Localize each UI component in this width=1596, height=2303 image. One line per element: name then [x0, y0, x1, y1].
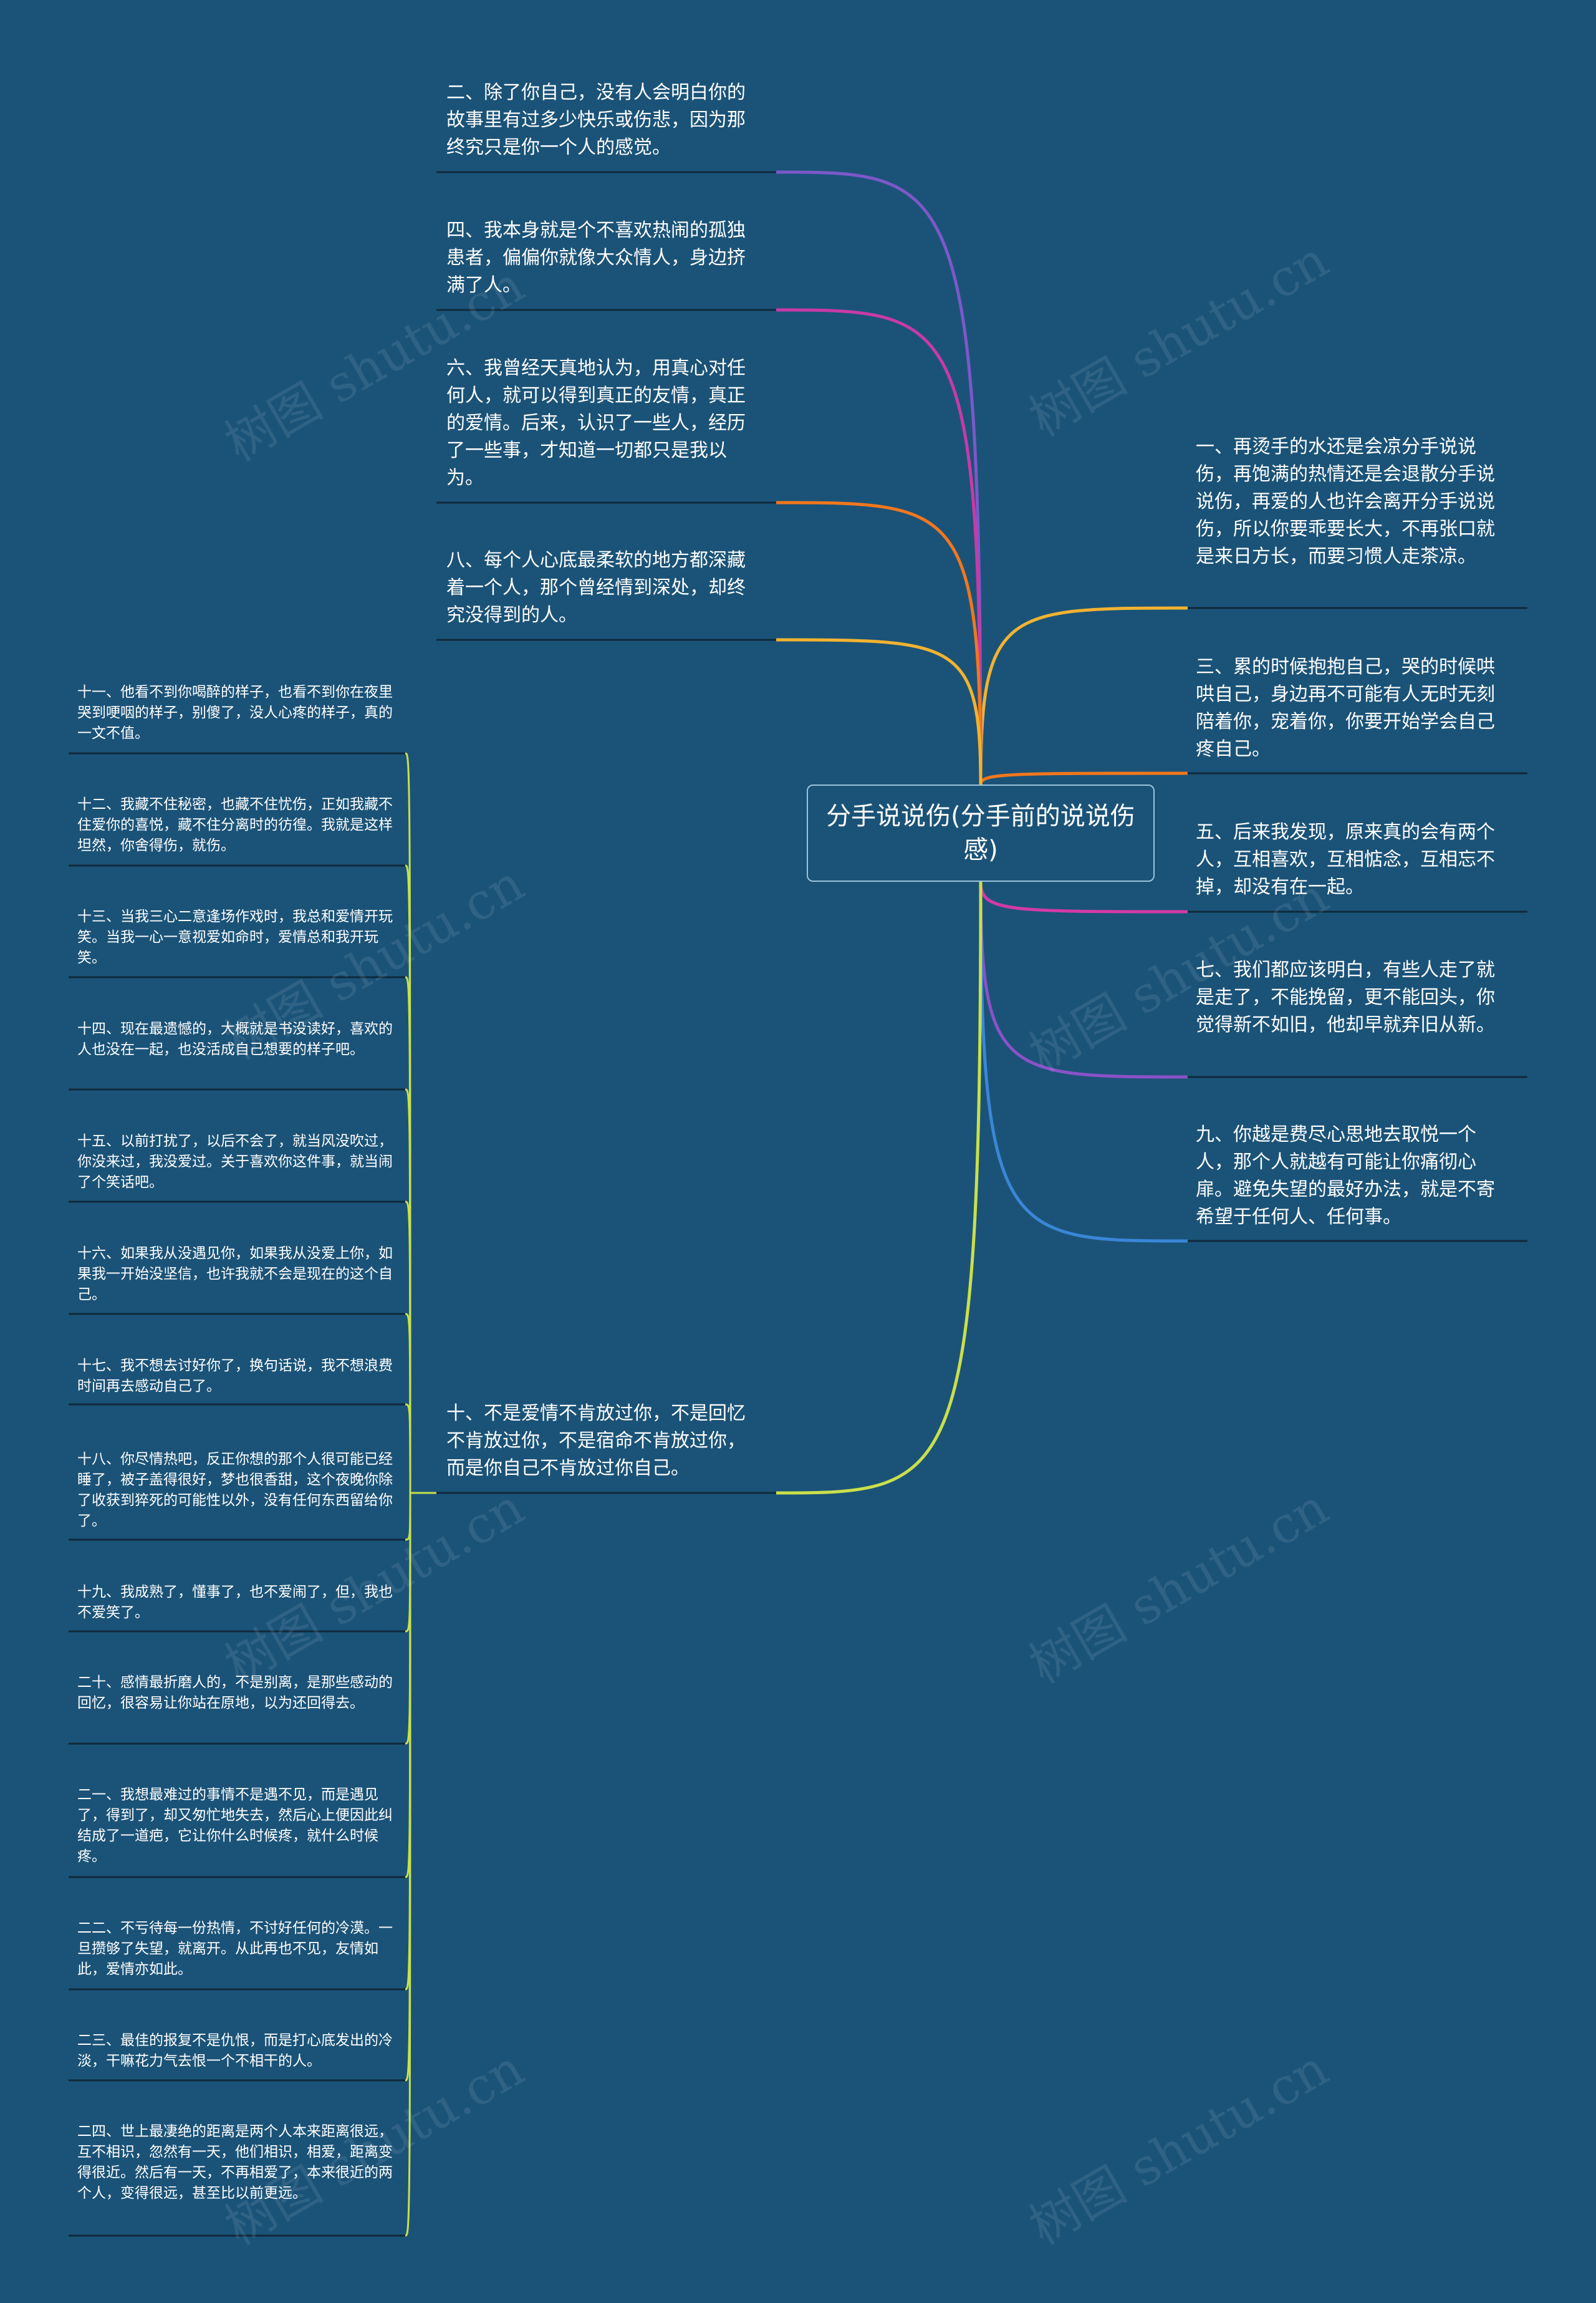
branch-connector-r5 [979, 881, 1188, 1243]
sub-node-s7[interactable]: 十七、我不想去讨好你了，换句话说，我不想浪费时间再去感动自己了。 [77, 1358, 393, 1394]
sub-node-s12[interactable]: 二二、不亏待每一份热情，不讨好任何的冷漠。一旦攒够了失望，就离开。从此再也不见，… [77, 1920, 393, 1977]
sub-node-s13[interactable]: 二三、最佳的报复不是仇恨，而是打心底发出的冷淡，干嘛花力气去恨一个不相干的人。 [77, 2032, 393, 2069]
branch-connector-l2 [776, 308, 983, 785]
sub-node-s4[interactable]: 十四、现在最遗憾的，大概就是书没读好，喜欢的人也没在一起，也没活成自己想要的样子… [77, 1021, 393, 1058]
branch-node-r3[interactable]: 五、后来我发现，原来真的会有两个人，互相喜欢，互相惦念，互相忘不掉，却没有在一起… [1196, 821, 1495, 898]
branch-node-l1[interactable]: 二、除了你自己，没有人会明白你的故事里有过多少快乐或伤悲，因为那终究只是你一个人… [446, 82, 746, 158]
sub-node-s5[interactable]: 十五、以前打扰了，以后不会了，就当风没吹过，你没来过，我没爱过。关于喜欢你这件事… [77, 1133, 393, 1190]
branch-node-r5[interactable]: 九、你越是费尽心思地去取悦一个人，那个人就越有可能让你痛彻心扉。避免失望的最好办… [1196, 1124, 1495, 1228]
sub-node-s9[interactable]: 十九、我成熟了，懂事了，也不爱闹了，但，我也不爱笑了。 [77, 1584, 393, 1621]
branch-node-l5[interactable]: 十、不是爱情不肯放过你，不是回忆不肯放过你，不是宿命不肯放过你，而是你自己不肯放… [446, 1403, 746, 1479]
central-topic[interactable]: 分手说说伤(分手前的说说伤感) [807, 785, 1155, 882]
branch-connector-l1 [776, 170, 983, 785]
branch-node-r1[interactable]: 一、再烫手的水还是会凉分手说说伤，再饱满的热情还是会退散分手说说伤，再爱的人也许… [1196, 436, 1495, 567]
branch-connector-r1 [979, 606, 1188, 785]
sub-node-s10[interactable]: 二十、感情最折磨人的，不是别离，是那些感动的回忆，很容易让你站在原地，以为还回得… [77, 1674, 393, 1711]
sub-node-s1[interactable]: 十一、他看不到你喝醉的样子，也看不到你在夜里哭到哽咽的样子，别傻了，没人心疼的样… [77, 684, 393, 741]
branch-node-l4[interactable]: 八、每个人心底最柔软的地方都深藏着一个人，那个曾经情到深处，却终究没得到的人。 [446, 549, 746, 626]
branch-node-r4[interactable]: 七、我们都应该明白，有些人走了就是走了，不能挽留，更不能回头，你觉得新不如旧，他… [1196, 959, 1495, 1036]
branch-connector-r3 [979, 881, 1188, 914]
sub-node-s11[interactable]: 二一、我想最难过的事情不是遇不见，而是遇见了，得到了，却又匆忙地失去，然后心上便… [77, 1787, 393, 1865]
sub-node-s8[interactable]: 十八、你尽情热吧，反正你想的那个人很可能已经睡了，被子盖得很好，梦也很香甜，这个… [77, 1451, 393, 1529]
sub-node-s14[interactable]: 二四、世上最凄绝的距离是两个人本来距离很远，互不相识，忽然有一天，他们相识，相爱… [77, 2123, 393, 2201]
sub-node-s3[interactable]: 十三、当我三心二意逢场作戏时，我总和爱情开玩笑。当我一心一意视爱如命时，爱情总和… [77, 909, 393, 966]
sub-node-s2[interactable]: 十二、我藏不住秘密，也藏不住忧伤，正如我藏不住爱你的喜悦，藏不住分离时的彷徨。我… [77, 796, 393, 854]
branch-node-l2[interactable]: 四、我本身就是个不喜欢热闹的孤独患者，偏偏你就像大众情人，身边挤满了人。 [446, 220, 746, 296]
sub-connector-s14 [405, 1492, 411, 2237]
branch-connector-l3 [776, 501, 983, 785]
sub-connector-s7 [405, 1403, 411, 1494]
sub-node-s6[interactable]: 十六、如果我从没遇见你，如果我从没爱上你，如果我一开始没坚信，也许我就不会是现在… [77, 1245, 393, 1303]
branch-connector-l5 [776, 881, 983, 1495]
branch-node-l3[interactable]: 六、我曾经天真地认为，用真心对任何人，就可以得到真正的友情，真正的爱情。后来，认… [446, 357, 746, 489]
branch-node-r2[interactable]: 三、累的时候抱抱自己，哭的时候哄哄自己，身边再不可能有人无时无刻陪着你，宠着你，… [1196, 656, 1495, 760]
branch-connector-l4 [776, 638, 983, 785]
branch-connector-r2 [979, 771, 1188, 785]
